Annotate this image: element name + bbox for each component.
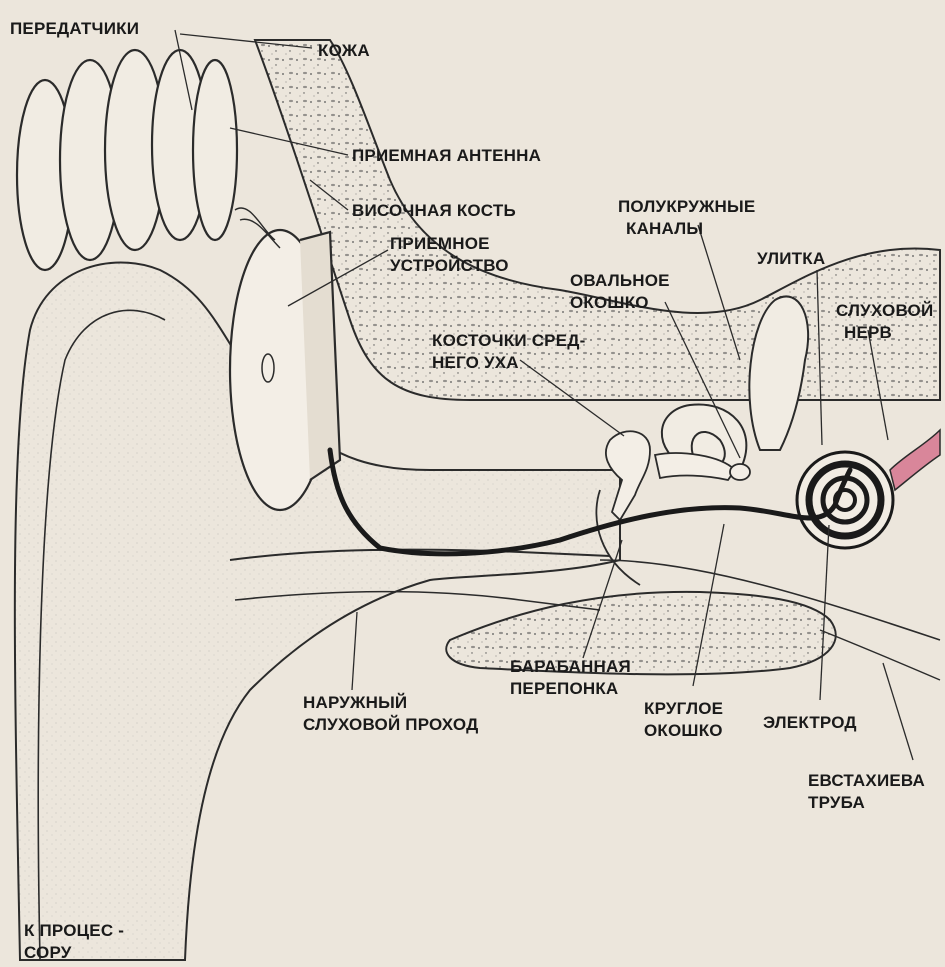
label-auditory-nerve: СЛУХОВОЙ НЕРВ — [836, 300, 933, 344]
label-round-window-line1: КРУГЛОЕ — [644, 698, 723, 720]
label-oval-window-line1: ОВАЛЬНОЕ — [570, 270, 670, 292]
label-skin-text: КОЖА — [318, 40, 370, 62]
label-ossicles: КОСТОЧКИ СРЕД- НЕГО УХА — [432, 330, 585, 374]
label-oval-window: ОВАЛЬНОЕ ОКОШКО — [570, 270, 670, 314]
label-receiving-antenna-text: ПРИЕМНАЯ АНТЕННА — [352, 145, 541, 167]
label-auditory-nerve-line2: НЕРВ — [836, 322, 933, 344]
label-receiver-line2: УСТРОЙСТВО — [390, 255, 509, 277]
label-receiving-antenna: ПРИЕМНАЯ АНТЕННА — [352, 145, 541, 167]
label-temporal-bone: ВИСОЧНАЯ КОСТЬ — [352, 200, 516, 222]
label-round-window-line2: ОКОШКО — [644, 720, 723, 742]
label-eustachian-tube-line2: ТРУБА — [808, 792, 925, 814]
label-to-processor: К ПРОЦЕС - СОРУ — [24, 920, 124, 964]
label-ear-canal-line2: СЛУХОВОЙ ПРОХОД — [303, 714, 478, 736]
label-transmitters-text: ПЕРЕДАТЧИКИ — [10, 18, 139, 40]
label-ossicles-line1: КОСТОЧКИ СРЕД- — [432, 330, 585, 352]
label-receiver: ПРИЕМНОЕ УСТРОЙСТВО — [390, 233, 509, 277]
transmitter-coils — [17, 50, 237, 270]
label-receiver-line1: ПРИЕМНОЕ — [390, 233, 509, 255]
label-cochlea: УЛИТКА — [757, 248, 825, 270]
label-cochlea-text: УЛИТКА — [757, 248, 825, 270]
label-oval-window-line2: ОКОШКО — [570, 292, 670, 314]
cochlea — [797, 452, 893, 548]
label-to-processor-line1: К ПРОЦЕС - — [24, 920, 124, 942]
label-ear-canal: НАРУЖНЫЙ СЛУХОВОЙ ПРОХОД — [303, 692, 478, 736]
label-eustachian-tube: ЕВСТАХИЕВА ТРУБА — [808, 770, 925, 814]
label-ear-canal-line1: НАРУЖНЫЙ — [303, 692, 478, 714]
label-eardrum-line1: БАРАБАННАЯ — [510, 656, 631, 678]
label-round-window: КРУГЛОЕ ОКОШКО — [644, 698, 723, 742]
label-eustachian-tube-line1: ЕВСТАХИЕВА — [808, 770, 925, 792]
label-electrode-text: ЭЛЕКТРОД — [763, 712, 857, 734]
auditory-nerve — [890, 430, 940, 490]
label-skin: КОЖА — [318, 40, 370, 62]
label-ossicles-line2: НЕГО УХА — [432, 352, 585, 374]
label-to-processor-line2: СОРУ — [24, 942, 124, 964]
label-electrode: ЭЛЕКТРОД — [763, 712, 857, 734]
label-transmitters: ПЕРЕДАТЧИКИ — [10, 18, 139, 40]
label-eardrum: БАРАБАННАЯ ПЕРЕПОНКА — [510, 656, 631, 700]
eustachian-wall — [820, 630, 940, 680]
label-temporal-bone-text: ВИСОЧНАЯ КОСТЬ — [352, 200, 516, 222]
label-semicircular-canals-line1: ПОЛУКРУЖНЫЕ — [618, 196, 755, 218]
label-auditory-nerve-line1: СЛУХОВОЙ — [836, 300, 933, 322]
receiver-device — [230, 230, 340, 510]
label-semicircular-canals-line2: КАНАЛЫ — [618, 218, 755, 240]
label-eardrum-line2: ПЕРЕПОНКА — [510, 678, 631, 700]
lower-bone-shape — [446, 592, 835, 674]
label-semicircular-canals: ПОЛУКРУЖНЫЕ КАНАЛЫ — [618, 196, 755, 240]
